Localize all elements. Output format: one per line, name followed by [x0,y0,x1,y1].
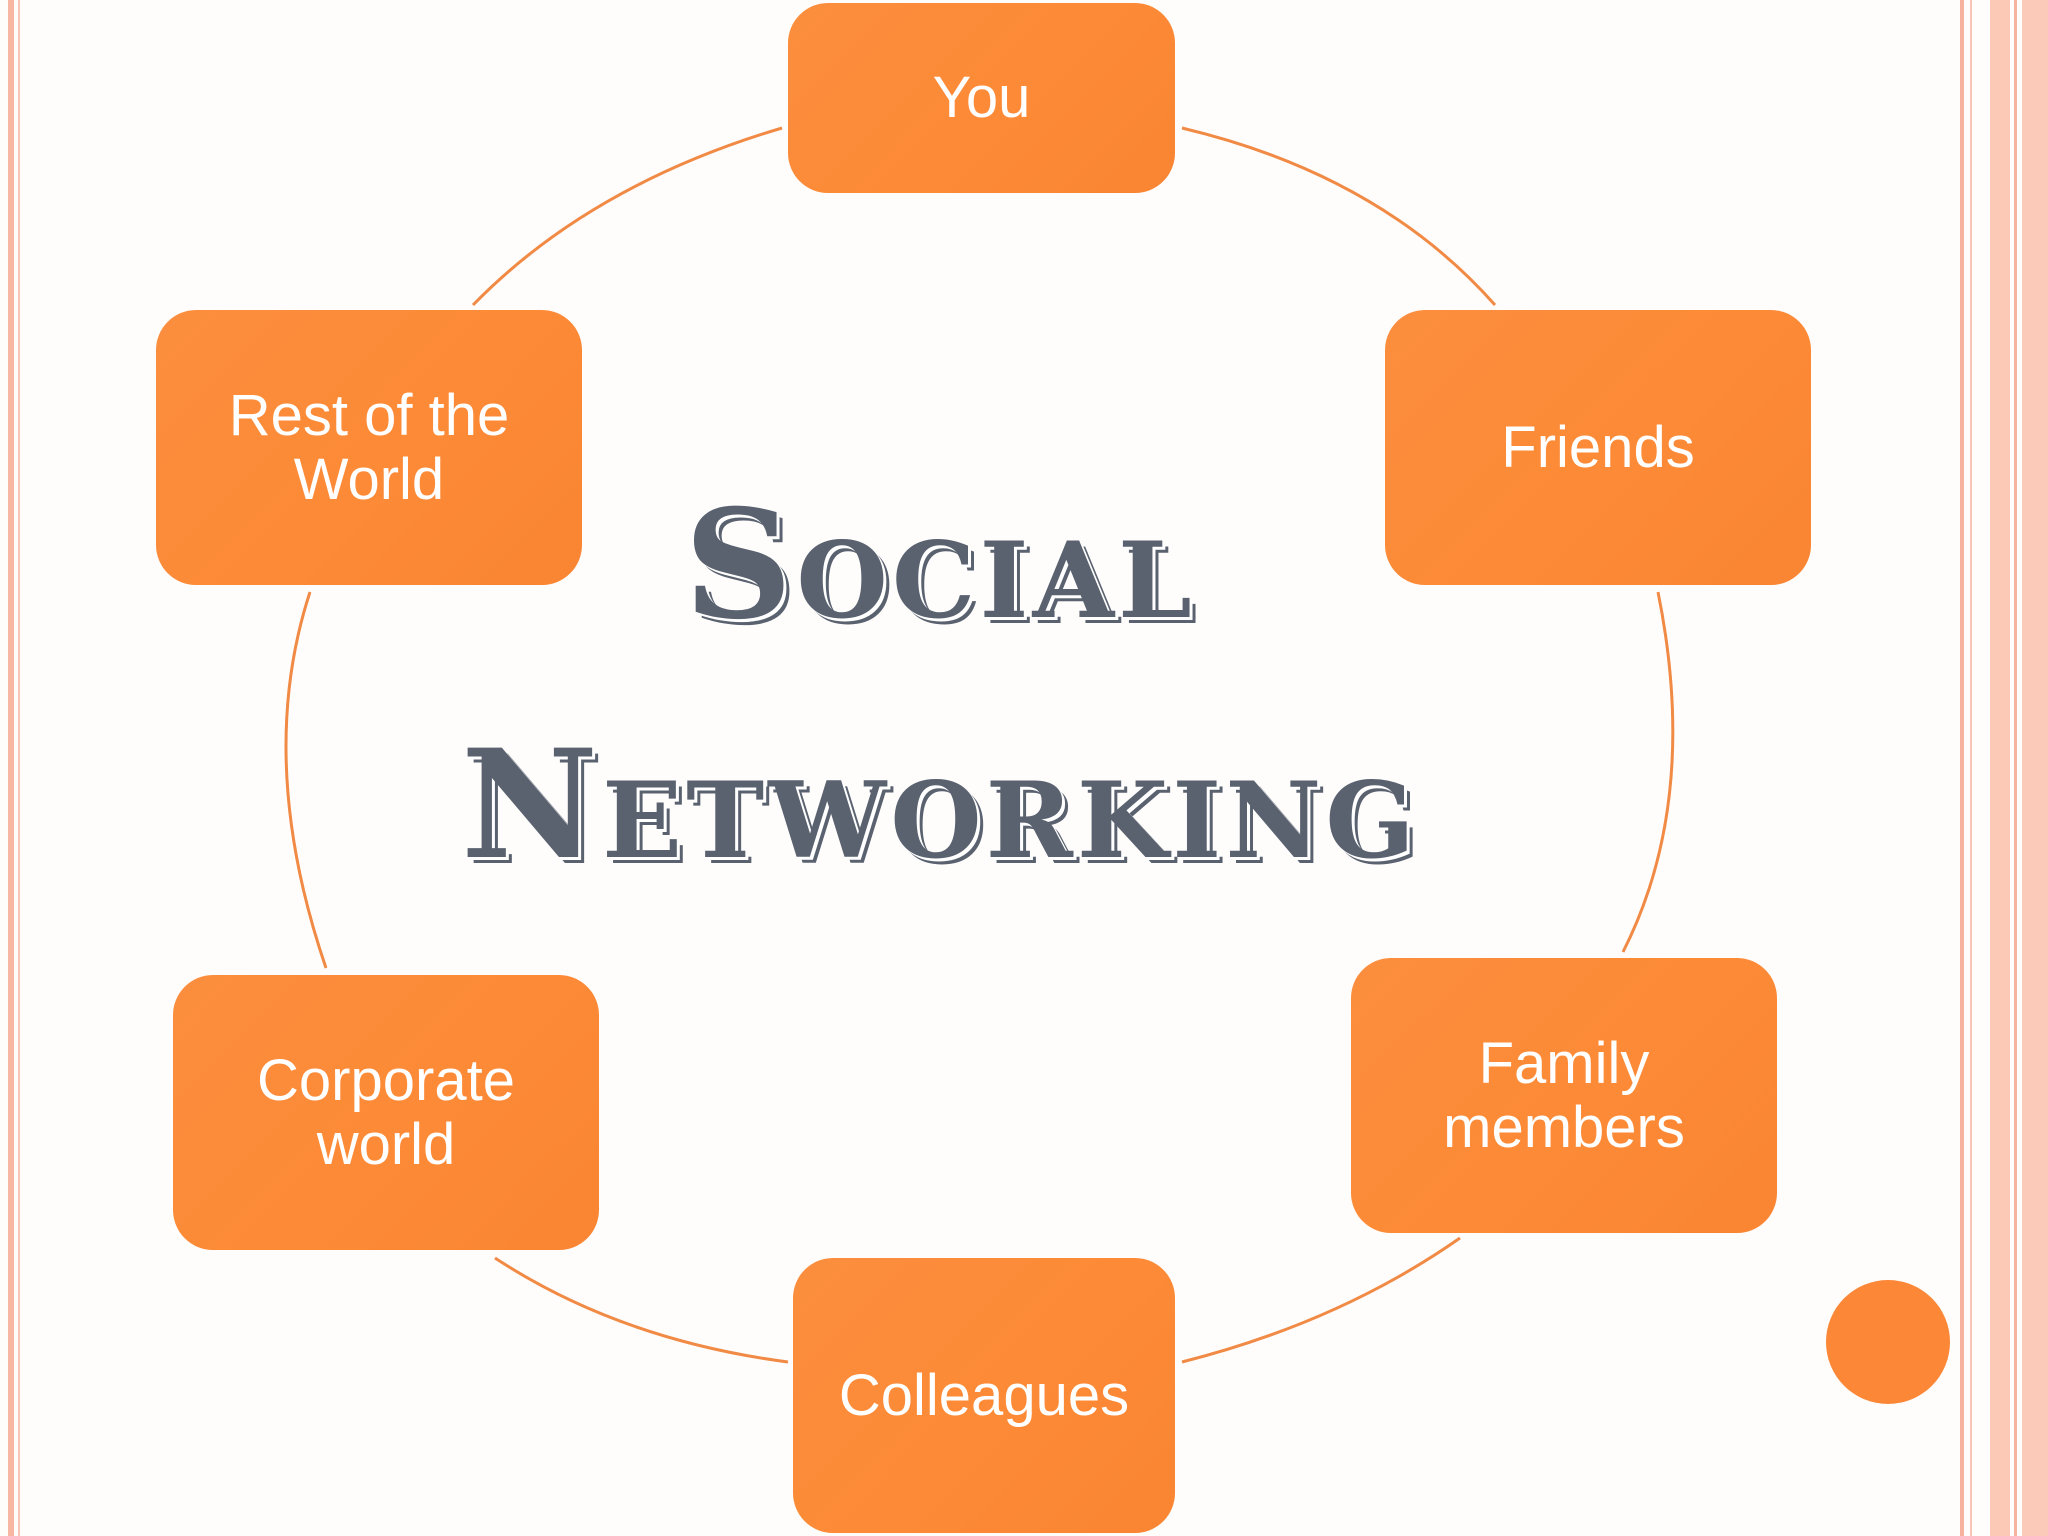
accent-circle [1826,1280,1950,1404]
node-rest-of-the-world: Rest of the World [156,310,582,585]
right-border-stripe [1970,0,1972,1536]
title-line-networking: Networking [461,717,1419,893]
right-border-stripe [1960,0,1964,1536]
right-border-stripe [1990,0,2010,1536]
right-border-stripe [2014,0,2017,1536]
ring-arc-colleagues-corporate [494,1256,789,1364]
node-family-members: Family members [1351,958,1777,1233]
ring-arc-you-friends [1181,126,1497,306]
right-border-stripe [2022,0,2048,1536]
left-border-line [8,0,14,1536]
slide-title: Social Networking [400,480,1480,940]
node-corporate-world: Corporate world [173,975,599,1250]
node-you: You [788,3,1175,193]
node-friends: Friends [1385,310,1811,585]
title-line-social: Social [684,477,1196,653]
ring-arc-corporate-rest [284,591,328,969]
ring-arc-rest-you [471,126,783,307]
ring-arc-friends-family [1621,591,1675,953]
ring-arc-family-colleagues [1181,1236,1461,1364]
left-border-line-thin [18,0,20,1536]
node-colleagues: Colleagues [793,1258,1175,1533]
